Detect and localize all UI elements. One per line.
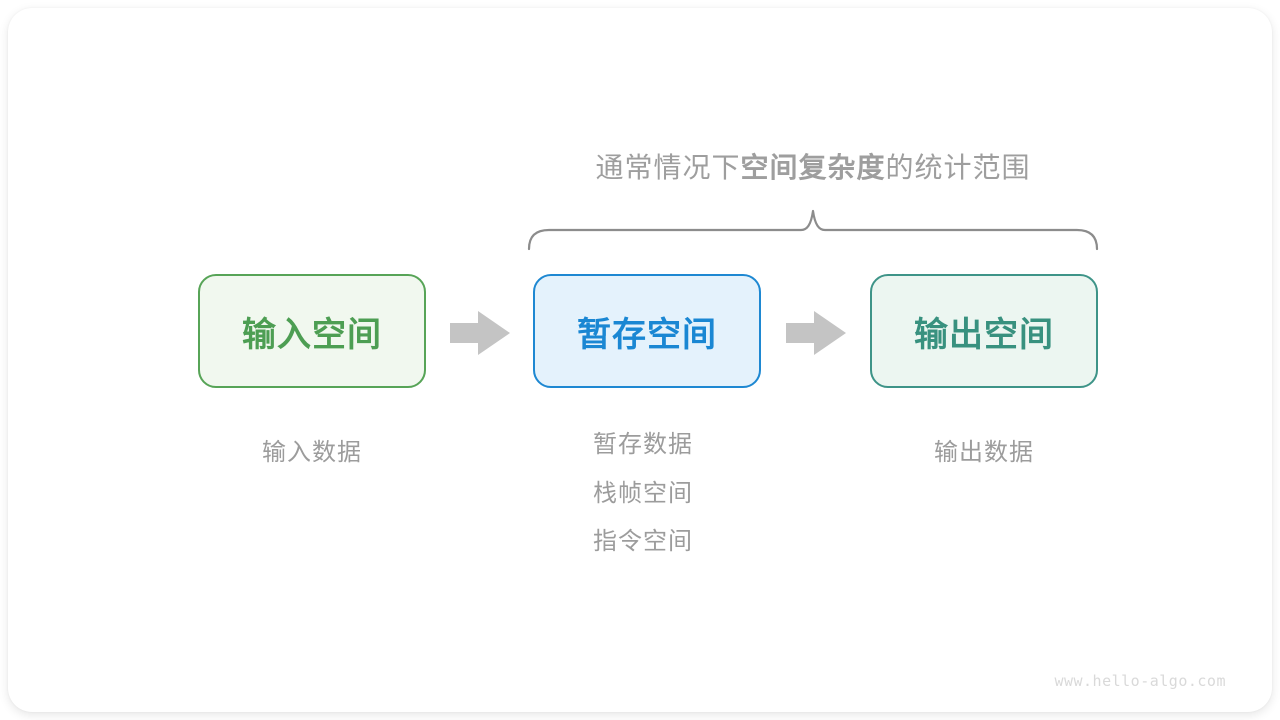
diagram-card: 通常情况下空间复杂度的统计范围 输入空间 暂存空间 输出空间 输入数据 暂存数据… [8, 8, 1272, 712]
input-data-note: 输入数据 [262, 439, 362, 466]
scope-brace-path [527, 209, 1099, 251]
arrow-input-to-temp-icon [450, 311, 510, 355]
output-data-note: 输出数据 [934, 439, 1034, 466]
temp-note-data: 暂存数据 [593, 431, 693, 458]
temp-space-label: 暂存空间 [577, 315, 717, 354]
input-space-box: 输入空间 [198, 274, 426, 388]
watermark-url: www.hello-algo.com [1054, 672, 1226, 690]
arrow-temp-to-output-icon [786, 311, 846, 355]
temp-note-instruction: 指令空间 [593, 528, 693, 555]
scope-title: 通常情况下空间复杂度的统计范围 [523, 151, 1103, 185]
temp-note-stack-frame: 栈帧空间 [593, 479, 693, 507]
scope-title-suffix: 的统计范围 [885, 152, 1031, 183]
input-space-label: 输入空间 [242, 315, 382, 354]
scope-title-bold: 空间复杂度 [740, 152, 886, 183]
temp-notes-list: 暂存数据 栈帧空间 指令空间 [593, 421, 693, 567]
scope-brace [527, 209, 1099, 251]
output-space-box: 输出空间 [870, 274, 1098, 388]
scope-title-prefix: 通常情况下 [595, 152, 741, 183]
output-space-label: 输出空间 [914, 315, 1054, 354]
temp-space-box: 暂存空间 [533, 274, 761, 388]
